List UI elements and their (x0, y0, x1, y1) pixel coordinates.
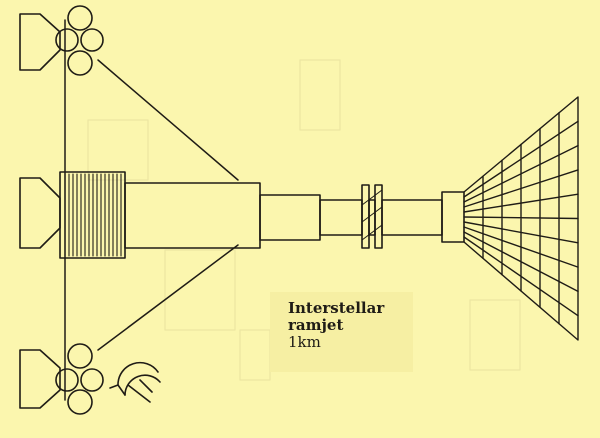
top-sphere-3 (80, 28, 104, 52)
bottom-sphere-2 (55, 368, 79, 392)
ramscoop-funnel (463, 96, 579, 341)
hull-neck-1 (259, 194, 321, 241)
caption-scale: 1km (288, 333, 321, 351)
antenna-dish (109, 361, 161, 403)
faint-background-outlines (87, 59, 521, 381)
truss-lines (64, 19, 239, 401)
bottom-sphere-1 (67, 343, 93, 369)
top-sphere-1 (67, 5, 93, 31)
forward-shaft (381, 199, 443, 236)
ribbed-module (59, 171, 126, 259)
bottom-sphere-3 (80, 368, 104, 392)
main-hull (124, 182, 261, 249)
coupling-rings (361, 184, 383, 249)
top-sphere-4 (67, 50, 93, 76)
middle-engine-nozzle (19, 177, 61, 249)
diagram-caption: Interstellar ramjet 1km (270, 292, 413, 372)
bottom-engine-nozzle (19, 349, 61, 409)
top-engine-assembly (19, 5, 104, 76)
caption-title-line1: Interstellar (288, 299, 385, 317)
hull-neck-2 (319, 199, 363, 236)
caption-title-line2: ramjet (288, 316, 344, 334)
bottom-engine-assembly (19, 343, 161, 415)
top-engine-nozzle (19, 13, 61, 71)
scoop-collar (441, 191, 465, 243)
bottom-sphere-4 (67, 389, 93, 415)
top-sphere-2 (55, 28, 79, 52)
